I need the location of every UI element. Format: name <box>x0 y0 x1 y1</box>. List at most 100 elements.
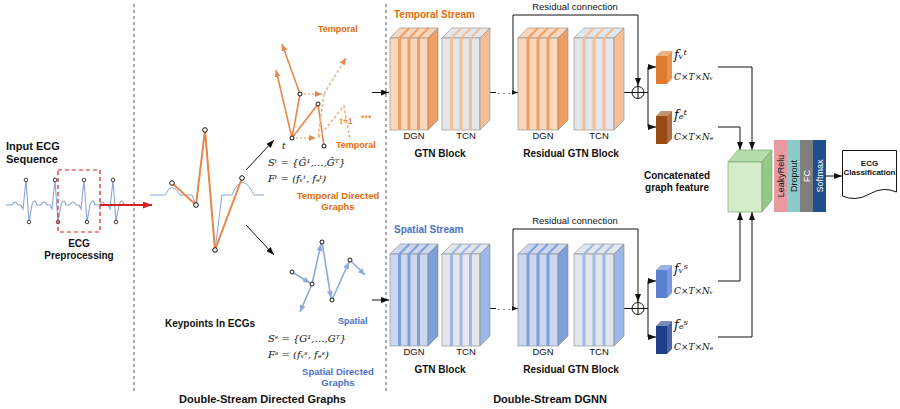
shape <box>843 151 897 199</box>
shape <box>594 244 604 254</box>
shape <box>558 28 568 130</box>
layer-bar: Dropout <box>787 140 800 212</box>
gtn-block: GTN BlockDGNTCN <box>390 242 490 375</box>
connector <box>718 67 752 150</box>
label: Double-Stream DGNN <box>420 393 680 406</box>
shape <box>24 178 28 182</box>
shape <box>528 244 538 254</box>
shape <box>461 28 471 38</box>
shape <box>604 244 614 254</box>
label: Temporal <box>336 140 376 151</box>
shape <box>409 28 419 38</box>
feature-symbol: fᵥˢ <box>674 262 688 277</box>
label: Input ECG Sequence <box>6 140 86 166</box>
shape <box>762 150 772 212</box>
shape <box>593 38 596 130</box>
block-label: GTN Block <box>386 364 494 376</box>
shape <box>480 28 490 130</box>
label: Double-Stream Directed Graphs <box>145 393 380 406</box>
feature-symbol: fₑᵗ <box>674 108 687 123</box>
layer-label: TCN <box>442 131 490 142</box>
label: Temporal Directed Graphs <box>294 190 382 213</box>
layer-label: TCN <box>574 131 624 142</box>
shape <box>398 38 401 130</box>
label: Fˢ = (fᵥˢ, fₑˢ) <box>268 349 329 361</box>
layer-label: TCN <box>574 347 624 358</box>
shape <box>390 38 428 130</box>
ecg-wave <box>6 178 124 224</box>
shape-outline <box>574 26 624 130</box>
shape <box>408 38 411 130</box>
shape <box>656 326 667 354</box>
layer-name: Softmax <box>814 159 824 192</box>
shape <box>584 244 594 254</box>
shape <box>774 140 787 212</box>
shape <box>667 51 672 84</box>
label: Fᵗ = (fᵥᵗ, fₑᵗ) <box>268 173 326 185</box>
connector <box>718 212 752 337</box>
label: Spatial Directed Graphs <box>294 366 382 389</box>
preprocessing-box <box>58 170 100 232</box>
layer-block: TCN <box>442 26 490 144</box>
label: ECG Preprocessing <box>38 238 120 262</box>
shape <box>656 116 667 144</box>
feature-dimension: C×T×Nᵥ <box>674 286 713 296</box>
layer-block: DGN <box>518 242 568 360</box>
layer-label: TCN <box>442 347 490 358</box>
label: Temporal <box>318 24 358 35</box>
feature-map: fᵥˢC×T×Nᵥ <box>656 262 718 300</box>
shape-outline <box>518 26 568 130</box>
connector <box>826 176 842 177</box>
connector <box>624 281 656 309</box>
shape <box>460 38 463 130</box>
shape <box>400 244 410 254</box>
gtn-block: Residual GTN BlockDGNTCN <box>518 242 624 375</box>
layer-name: LeakyRelu <box>775 155 785 198</box>
shape <box>471 244 481 254</box>
feature-label: Concatenated graph feature <box>630 170 724 193</box>
label: t <box>282 141 286 152</box>
shape <box>390 254 428 346</box>
shape <box>518 254 558 346</box>
shape <box>656 270 667 298</box>
ecg-wave <box>6 180 124 222</box>
separators <box>134 4 386 392</box>
shape <box>408 254 411 346</box>
feature-symbol: fₑˢ <box>674 318 688 333</box>
layer-label: DGN <box>390 347 438 358</box>
shape <box>603 254 606 346</box>
shape <box>527 254 530 346</box>
label: t+1 <box>340 116 353 127</box>
shape <box>450 38 453 130</box>
shape <box>583 254 586 346</box>
layer-label: DGN <box>518 347 568 358</box>
shape <box>27 220 31 224</box>
layer-label: DGN <box>518 131 568 142</box>
feature-map: fₑᵗC×T×Nₑ <box>656 108 718 146</box>
shape <box>538 28 548 38</box>
output-document: ECG Classification <box>842 150 897 200</box>
layer-block: TCN <box>574 26 624 144</box>
shape <box>471 28 481 38</box>
arrow <box>372 300 389 301</box>
shape <box>584 28 594 38</box>
layer-block: TCN <box>442 242 490 360</box>
shape <box>593 254 596 346</box>
shape <box>460 254 463 346</box>
shape <box>604 28 614 38</box>
shape-outline <box>442 26 490 130</box>
shape-outline <box>390 26 438 130</box>
shape <box>428 28 438 130</box>
label: Sˢ = {G¹,…,Gᵀ} <box>268 333 346 345</box>
shape <box>656 56 667 84</box>
feature-symbol: fᵥᵗ <box>674 48 687 63</box>
temporal-graph <box>276 44 350 148</box>
shape <box>728 162 762 212</box>
shape <box>452 244 462 254</box>
feature-dimension: C×T×Nᵥ <box>674 72 713 82</box>
label: Residual connection <box>520 215 630 226</box>
shape <box>85 220 89 224</box>
shape <box>419 28 429 38</box>
shape <box>461 244 471 254</box>
